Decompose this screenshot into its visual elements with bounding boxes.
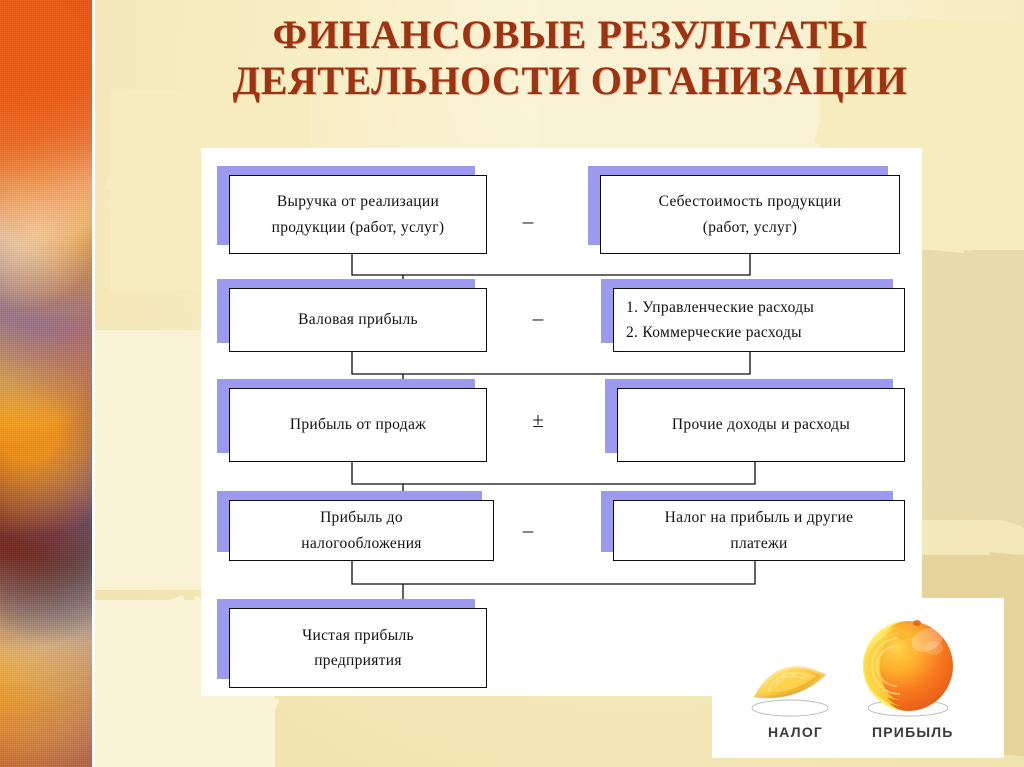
decorative-side-strip [0,0,92,767]
label-tax: НАЛОГ [768,724,824,740]
page-title-line-1: ФИНАНСОВЫЕ РЕЗУЛЬТАТЫ [272,12,868,57]
strip-texture [0,0,92,767]
page-title-line-2: ДЕЯТЕЛЬНОСТИ ОРГАНИЗАЦИИ [232,58,908,104]
strip-divider-rule [92,0,95,767]
oranges-illustration: НАЛОГ ПРИБЫЛЬ [712,598,1004,758]
label-profit: ПРИБЫЛЬ [872,724,954,740]
page-title: ФИНАНСОВЫЕ РЕЗУЛЬТАТЫ ДЕЯТЕЛЬНОСТИ ОРГАН… [150,12,990,105]
oranges-graphic [712,598,1004,758]
